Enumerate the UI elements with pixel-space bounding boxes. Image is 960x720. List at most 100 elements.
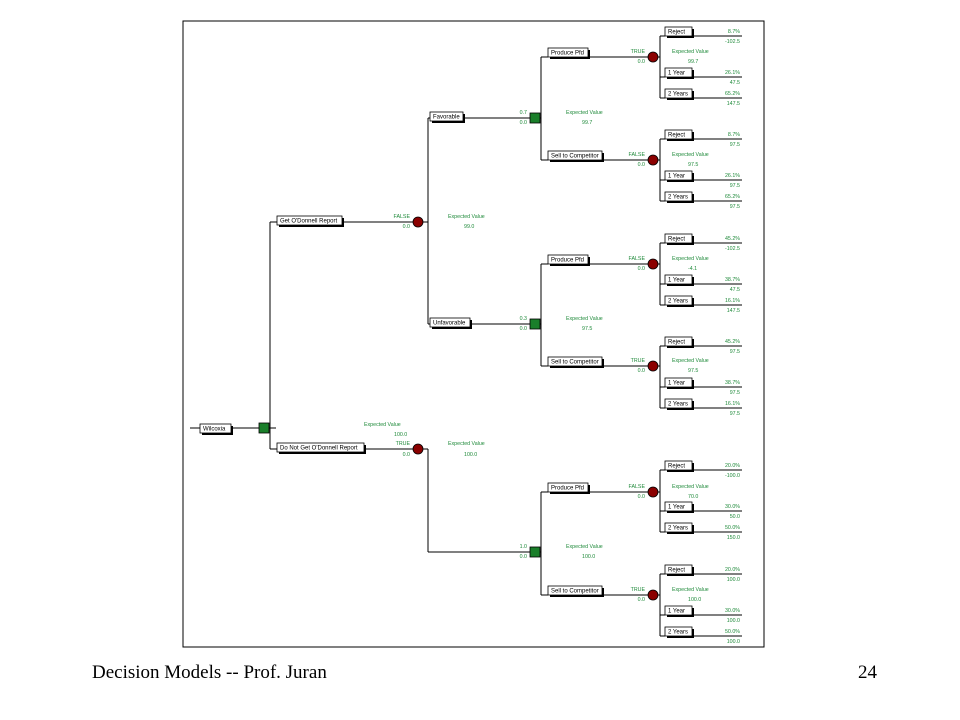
- noreport-branch-produce-outcome-1-label: 1 Year: [668, 505, 685, 511]
- noreport-cost: 0.0: [403, 452, 410, 458]
- favorable-produce-ev-caption: Expected Value: [672, 49, 709, 55]
- unfavorable-sell-outcome-0: [664, 336, 693, 347]
- noreport-branch-produce-outcome-1-value: 50.0: [730, 514, 740, 520]
- favorable-produce-outcome-1-value: 47.5: [730, 80, 740, 86]
- favorable-ev-caption: Expected Value: [566, 110, 603, 116]
- unfavorable-produce-flag: FALSE: [629, 256, 646, 262]
- unfavorable-produce-chance-node: [647, 258, 659, 270]
- noreport-branch-sell-outcome-1: [664, 605, 693, 616]
- favorable-sell-ev-caption: Expected Value: [672, 152, 709, 158]
- noreport-branch-produce-outcome-2-value: 150.0: [727, 535, 740, 541]
- favorable-sell-outcome-1-label: 1 Year: [668, 174, 685, 180]
- favorable-produce-outcome-0: [664, 26, 693, 37]
- noreport-branch-produce-outcome-2-label: 2 Years: [668, 526, 688, 532]
- unfavorable-sell-box: [547, 356, 603, 367]
- noreport-box: [276, 442, 365, 453]
- unfavorable-box-label: Unfavorable: [433, 321, 466, 327]
- noreport-branch-produce-outcome-0: [664, 460, 693, 471]
- favorable-sell-outcome-2-label: 2 Years: [668, 195, 688, 201]
- favorable-produce-flag: TRUE: [631, 49, 646, 55]
- noreport-branch-sell-outcome-1-value: 100.0: [727, 618, 740, 624]
- unfavorable-produce-payoff: 0.0: [638, 266, 645, 272]
- favorable-sell-outcome-0-value: 97.5: [730, 142, 740, 148]
- report-box: [276, 215, 343, 226]
- favorable-box-label: Favorable: [433, 115, 460, 121]
- favorable-sell-outcome-1-prob: 26.1%: [725, 173, 740, 179]
- unfavorable-sell-ev: 97.5: [688, 368, 698, 374]
- favorable-sell-box: [547, 150, 603, 161]
- favorable-produce-outcome-0-prob: 8.7%: [728, 29, 740, 35]
- report-chance-node: [412, 216, 424, 228]
- favorable-sell-outcome-0-prob: 8.7%: [728, 132, 740, 138]
- noreport-chance-node: [412, 443, 424, 455]
- unfavorable-sell-outcome-2-label: 2 Years: [668, 402, 688, 408]
- root-node-label: Wilcoxia: [203, 427, 226, 433]
- noreport-branch-sell-outcome-2-label: 2 Years: [668, 630, 688, 636]
- unfavorable-sell-outcome-0-prob: 45.2%: [725, 339, 740, 345]
- noreport-branch-produce-outcome-0-label: Reject: [668, 464, 685, 470]
- noreport-branch-decision-node: [529, 546, 541, 558]
- noreport-branch-sell-ev: 100.0: [688, 597, 701, 603]
- unfavorable-produce-ev: -4.1: [688, 266, 697, 272]
- unfavorable-prob: 0.3: [520, 316, 527, 322]
- report-ev-caption: Expected Value: [448, 214, 485, 220]
- favorable-sell-outcome-2-prob: 65.2%: [725, 194, 740, 200]
- favorable-sell-outcome-0: [664, 129, 693, 140]
- noreport-branch-sell-outcome-2: [664, 626, 693, 637]
- noreport-branch-sell-outcome-1-prob: 30.0%: [725, 608, 740, 614]
- unfavorable-sell-outcome-0-value: 97.5: [730, 349, 740, 355]
- favorable-payoff: 0.0: [520, 120, 527, 126]
- unfavorable-produce-outcome-1-value: 47.5: [730, 287, 740, 293]
- unfavorable-sell-outcome-0-label: Reject: [668, 340, 685, 346]
- favorable-produce-outcome-2: [664, 88, 693, 99]
- root-ev-caption: Expected Value: [364, 422, 401, 428]
- noreport-branch-produce-ev: 70.0: [688, 494, 698, 500]
- favorable-sell-chance-node: [647, 154, 659, 166]
- favorable-produce-chance-node: [647, 51, 659, 63]
- noreport-flag: TRUE: [396, 441, 411, 447]
- noreport-ev-caption: Expected Value: [448, 441, 485, 447]
- favorable-produce-payoff: 0.0: [638, 59, 645, 65]
- favorable-produce-outcome-1-label: 1 Year: [668, 71, 685, 77]
- noreport-ev: 100.0: [464, 452, 477, 458]
- favorable-sell-box-label: Sell to Competitor: [551, 154, 599, 160]
- noreport-branch-sell-outcome-0-label: Reject: [668, 568, 685, 574]
- unfavorable-produce-outcome-0: [664, 233, 693, 244]
- unfavorable-decision-node: [529, 318, 541, 330]
- noreport-branch-produce-chance-node: [647, 486, 659, 498]
- noreport-branch-sell-outcome-2-prob: 50.0%: [725, 629, 740, 635]
- noreport-branch-produce-payoff: 0.0: [638, 494, 645, 500]
- favorable-decision-node: [529, 112, 541, 124]
- unfavorable-payoff: 0.0: [520, 326, 527, 332]
- favorable-sell-outcome-1-value: 97.5: [730, 183, 740, 189]
- noreport-branch-sell-box: [547, 585, 603, 596]
- favorable-produce-ev: 99.7: [688, 59, 698, 65]
- noreport-branch-sell-outcome-0-value: 100.0: [727, 577, 740, 583]
- unfavorable-produce-outcome-0-label: Reject: [668, 237, 685, 243]
- page-number: 24: [858, 662, 877, 683]
- favorable-produce-box: [547, 47, 589, 58]
- unfavorable-produce-outcome-2-label: 2 Years: [668, 299, 688, 305]
- unfavorable-sell-outcome-2: [664, 398, 693, 409]
- root-node: [199, 423, 232, 434]
- unfavorable-sell-outcome-2-value: 97.5: [730, 411, 740, 417]
- unfavorable-sell-outcome-1: [664, 377, 693, 388]
- unfavorable-produce-ev-caption: Expected Value: [672, 256, 709, 262]
- unfavorable-ev: 97.5: [582, 326, 592, 332]
- favorable-sell-flag: FALSE: [629, 152, 646, 158]
- report-flag: FALSE: [394, 214, 411, 220]
- diagram-frame: [182, 20, 765, 648]
- noreport-branch-sell-outcome-1-label: 1 Year: [668, 609, 685, 615]
- noreport-branch-produce-outcome-0-value: -100.0: [725, 473, 740, 479]
- noreport-branch-ev-caption: Expected Value: [566, 544, 603, 550]
- unfavorable-produce-outcome-0-value: -102.5: [725, 246, 740, 252]
- noreport-branch-produce-box: [547, 482, 589, 493]
- noreport-branch-sell-outcome-2-value: 100.0: [727, 639, 740, 645]
- unfavorable-produce-outcome-2-prob: 16.1%: [725, 298, 740, 304]
- favorable-produce-outcome-0-label: Reject: [668, 30, 685, 36]
- favorable-produce-outcome-1-prob: 26.1%: [725, 70, 740, 76]
- noreport-branch-produce-outcome-1-prob: 30.0%: [725, 504, 740, 510]
- unfavorable-produce-outcome-2-value: 147.5: [727, 308, 740, 314]
- unfavorable-sell-outcome-2-prob: 16.1%: [725, 401, 740, 407]
- unfavorable-box: [429, 317, 471, 328]
